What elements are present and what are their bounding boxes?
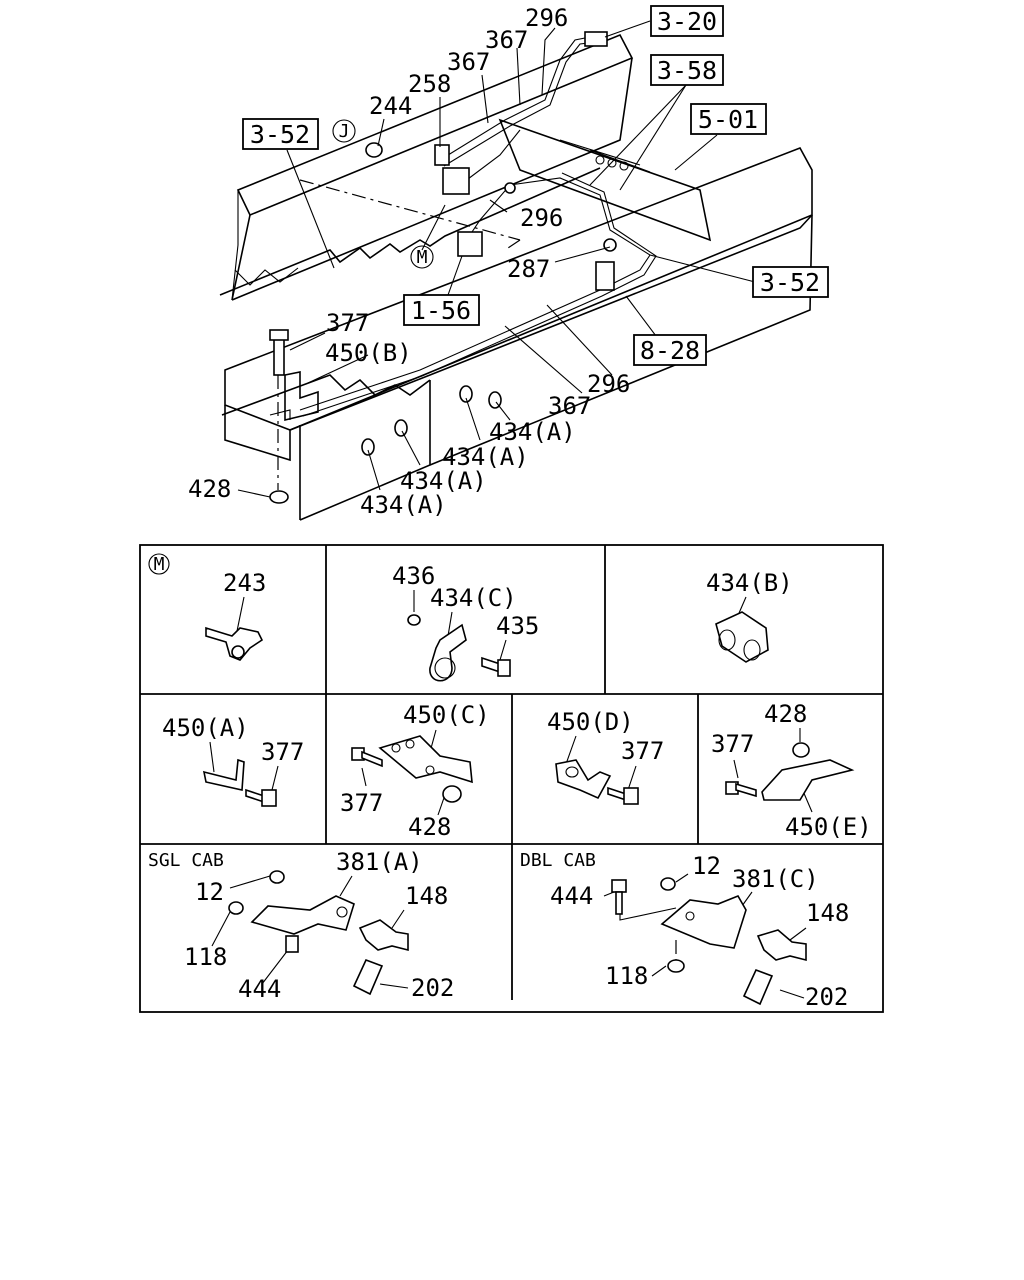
detail-cell-m: M 243 — [148, 553, 266, 661]
ref-box-3-58[interactable]: 3-58 — [650, 54, 724, 86]
ref-label: 3-52 — [760, 268, 820, 297]
ref-box-3-20[interactable]: 3-20 — [650, 5, 724, 37]
detail-cell-450c: 450(C) 377 428 — [340, 701, 490, 841]
detail-cell-sgl-cab: SGL CAB 381(A) 12 148 118 444 202 — [148, 848, 454, 1003]
chassis-frame-drawing — [219, 31, 813, 521]
callout-244: 244 — [369, 92, 412, 120]
ref-label: 8-28 — [640, 336, 700, 365]
label-118: 118 — [605, 962, 648, 990]
label-12: 12 — [195, 878, 224, 906]
section-title: DBL CAB — [520, 850, 596, 871]
ref-box-3-52-right[interactable]: 3-52 — [752, 266, 829, 298]
callout-434-a: 434(A) — [489, 418, 576, 446]
detail-cell-434b: 434(B) — [706, 569, 793, 663]
circle-marker-m: M — [410, 245, 434, 269]
ref-label: 3-58 — [657, 56, 717, 85]
callout-450-b: 450(B) — [325, 339, 412, 367]
callout-428: 428 — [188, 475, 231, 503]
ref-box-5-01[interactable]: 5-01 — [690, 103, 767, 135]
label-381c: 381(C) — [732, 865, 819, 893]
callout-434-a: 434(A) — [400, 467, 487, 495]
marker-m: M — [154, 554, 165, 575]
detail-cell-450e: 428 377 450(E) — [711, 700, 872, 841]
callout-258: 258 — [408, 70, 451, 98]
label-381a: 381(A) — [336, 848, 423, 876]
leader-lines — [237, 20, 756, 498]
detail-cell-434c: 436 434(C) 435 — [392, 562, 539, 682]
ref-label: 3-20 — [657, 7, 717, 36]
ref-box-8-28[interactable]: 8-28 — [633, 334, 707, 366]
callout-434-a: 434(A) — [360, 491, 447, 519]
ref-box-1-56[interactable]: 1-56 — [403, 294, 480, 326]
ref-box-3-52-left[interactable]: 3-52 — [242, 118, 319, 150]
label-450e: 450(E) — [785, 813, 872, 841]
label-450a: 450(A) — [162, 714, 249, 742]
svg-text:J: J — [339, 121, 350, 142]
label-434b: 434(B) — [706, 569, 793, 597]
callout-367: 367 — [447, 48, 490, 76]
circle-marker-j: J — [332, 119, 356, 143]
label-118: 118 — [184, 943, 227, 971]
label-450d: 450(D) — [547, 708, 634, 736]
label-436: 436 — [392, 562, 435, 590]
label-202: 202 — [411, 974, 454, 1002]
label-12: 12 — [692, 852, 721, 880]
label-148: 148 — [405, 882, 448, 910]
detail-cell-450d: 450(D) 377 — [547, 708, 664, 805]
callout-296: 296 — [525, 4, 568, 32]
callout-367: 367 — [485, 26, 528, 54]
detail-cell-450a: 450(A) 377 — [162, 714, 304, 807]
callout-377: 377 — [326, 309, 369, 337]
ref-label: 5-01 — [698, 105, 758, 134]
label-434c: 434(C) — [430, 584, 517, 612]
svg-text:M: M — [417, 247, 428, 268]
callout-296: 296 — [587, 370, 630, 398]
callout-296: 296 — [520, 204, 563, 232]
label-428: 428 — [764, 700, 807, 728]
label-435: 435 — [496, 612, 539, 640]
label-444: 444 — [238, 975, 281, 1003]
callout-287: 287 — [507, 255, 550, 283]
label-377: 377 — [261, 738, 304, 766]
label-202: 202 — [805, 983, 848, 1011]
label-148: 148 — [806, 899, 849, 927]
label-428: 428 — [408, 813, 451, 841]
detail-cell-dbl-cab: DBL CAB 12 444 381(C) 148 118 202 — [520, 850, 849, 1011]
label-243: 243 — [223, 569, 266, 597]
section-title: SGL CAB — [148, 850, 224, 871]
ref-label: 3-52 — [250, 120, 310, 149]
label-377: 377 — [340, 789, 383, 817]
callout-367: 367 — [548, 392, 591, 420]
detail-grid — [139, 544, 884, 1013]
label-377: 377 — [621, 737, 664, 765]
callout-labels: 296 367 367 258 244 296 287 377 450(B) 2… — [188, 4, 630, 519]
label-377: 377 — [711, 730, 754, 758]
callout-434-a: 434(A) — [442, 443, 529, 471]
label-444: 444 — [550, 882, 593, 910]
ref-label: 1-56 — [411, 296, 471, 325]
label-450c: 450(C) — [403, 701, 490, 729]
